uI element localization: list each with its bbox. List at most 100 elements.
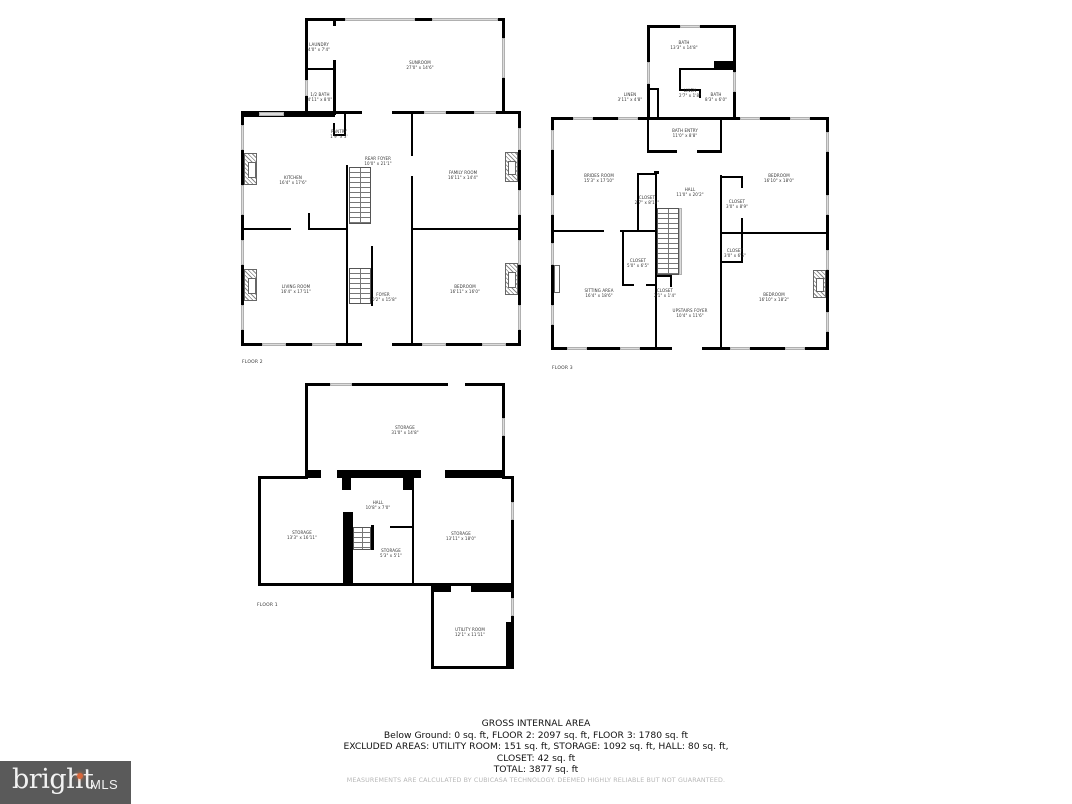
logo-spark-icon	[77, 773, 83, 779]
window	[345, 18, 415, 21]
logo-suffix-text: MLS	[90, 777, 119, 792]
window	[733, 72, 736, 92]
wall	[655, 275, 672, 277]
wall	[305, 383, 308, 478]
window	[620, 347, 640, 350]
wall	[305, 68, 335, 70]
window	[647, 62, 650, 84]
wall	[258, 583, 514, 586]
wall	[344, 111, 346, 136]
floor-2-label: FLOOR 2	[242, 360, 263, 365]
window	[312, 343, 336, 346]
window	[826, 312, 829, 332]
wall	[471, 584, 514, 592]
wall	[622, 230, 624, 285]
wall	[646, 284, 656, 286]
window	[567, 347, 587, 350]
staircase	[353, 527, 371, 550]
area-summary: GROSS INTERNAL AREA Below Ground: 0 sq. …	[0, 718, 1072, 776]
wall	[411, 111, 521, 114]
wall	[371, 525, 374, 550]
wall	[699, 89, 701, 98]
wall	[333, 123, 335, 135]
staircase	[657, 208, 679, 275]
summary-excluded-areas: EXCLUDED AREAS: UTILITY ROOM: 151 sq. ft…	[343, 741, 729, 752]
staircase	[349, 268, 371, 304]
wall	[506, 622, 514, 668]
window	[518, 240, 521, 265]
wall	[657, 88, 659, 119]
wall	[308, 228, 346, 230]
wall	[412, 478, 414, 586]
wall	[390, 526, 414, 528]
fireplace	[244, 153, 257, 185]
wall	[502, 476, 514, 479]
window	[474, 111, 496, 114]
window	[330, 383, 352, 386]
wall	[654, 171, 659, 174]
wall	[305, 470, 321, 478]
wall	[720, 232, 829, 234]
wall	[445, 470, 505, 478]
summary-excluded-closet: CLOSET: 42 sq. ft	[496, 752, 576, 764]
window	[551, 243, 554, 265]
wall	[411, 111, 413, 156]
wall	[650, 88, 659, 90]
wall	[241, 228, 291, 230]
stair-rail	[679, 208, 682, 275]
wall	[343, 512, 353, 586]
window	[518, 305, 521, 330]
wall	[431, 666, 514, 669]
floor-1-label: FLOOR 1	[257, 603, 278, 608]
window	[262, 343, 286, 346]
wall	[620, 230, 655, 232]
window	[826, 132, 829, 152]
bright-mls-logo: bright ™ MLS	[0, 761, 131, 804]
wall	[741, 218, 743, 233]
wall	[431, 584, 451, 592]
wall	[511, 476, 514, 586]
wall	[337, 470, 421, 478]
wall	[647, 150, 677, 153]
fireplace	[813, 270, 826, 298]
window	[826, 195, 829, 215]
door	[362, 111, 392, 114]
summary-title: GROSS INTERNAL AREA	[481, 718, 591, 729]
wall	[241, 111, 335, 117]
wall	[647, 117, 649, 152]
wall	[741, 176, 743, 188]
wall	[333, 134, 345, 136]
window	[826, 250, 829, 270]
summary-total: TOTAL: 3877 sq. ft	[493, 764, 579, 775]
wall	[622, 284, 634, 286]
window	[432, 18, 498, 21]
floor-3-label: FLOOR 3	[552, 366, 573, 371]
window	[740, 117, 760, 120]
fireplace	[554, 265, 560, 293]
wall	[637, 173, 655, 175]
wall	[431, 584, 434, 668]
window	[730, 347, 750, 350]
fireplace	[505, 152, 518, 182]
window	[241, 240, 244, 265]
wall	[679, 68, 681, 90]
window	[511, 598, 514, 616]
